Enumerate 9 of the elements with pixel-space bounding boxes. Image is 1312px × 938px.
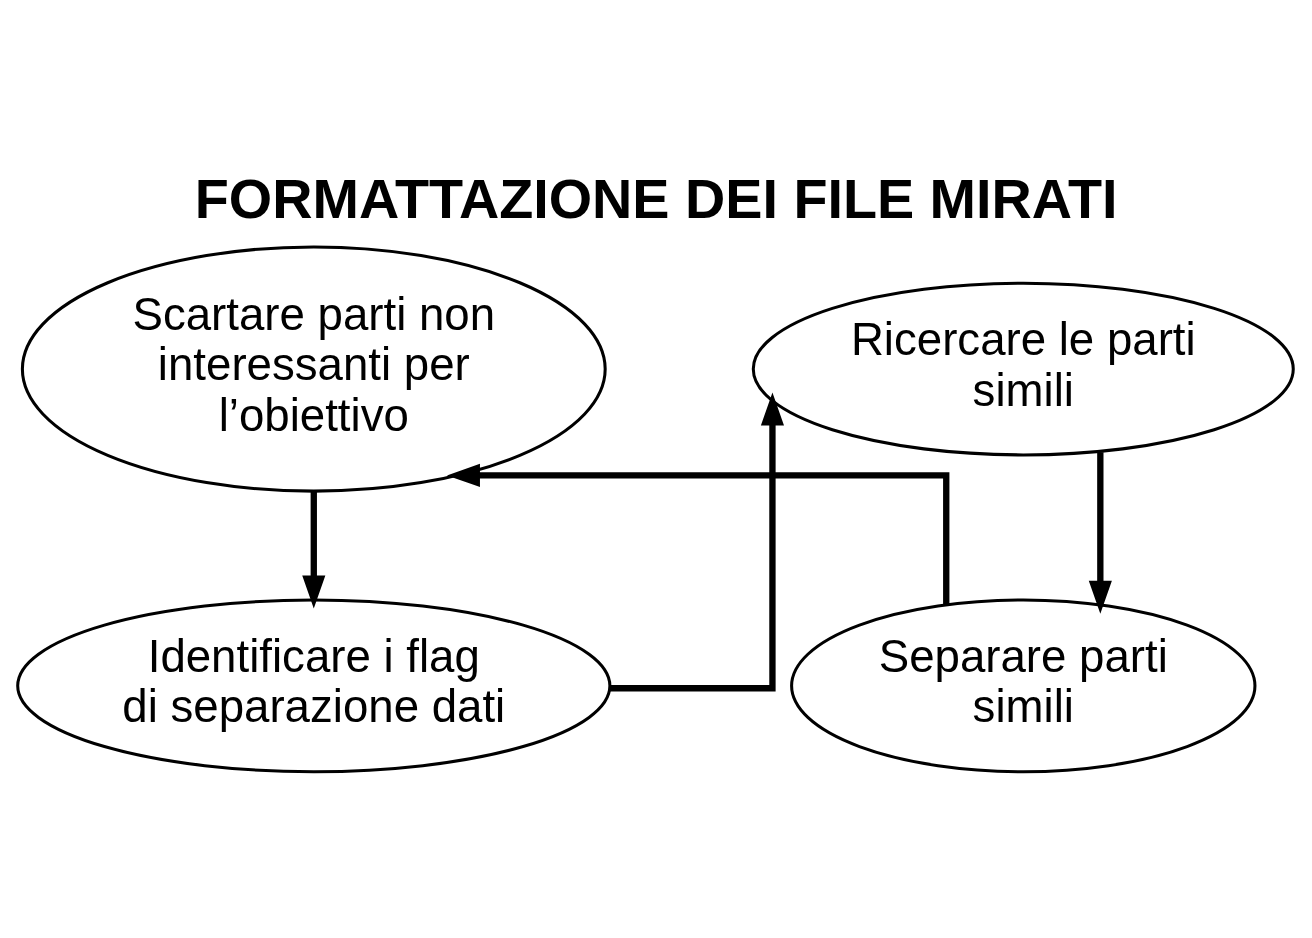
arrow [302, 491, 326, 609]
node-ellipse: Scartare parti non interessanti per l’obiettivo [20, 245, 607, 493]
arrow [609, 392, 784, 692]
diagram-title: FORMATTAZIONE DEI FILE MIRATI [194, 168, 1118, 231]
arrow [446, 463, 950, 604]
node-ellipse: Separare parti simili [790, 598, 1257, 774]
node-ellipse: Identificare i flag di separazione dati [16, 598, 612, 774]
arrow [1088, 452, 1112, 614]
node-ellipse: Ricercare le parti simili [751, 281, 1295, 457]
